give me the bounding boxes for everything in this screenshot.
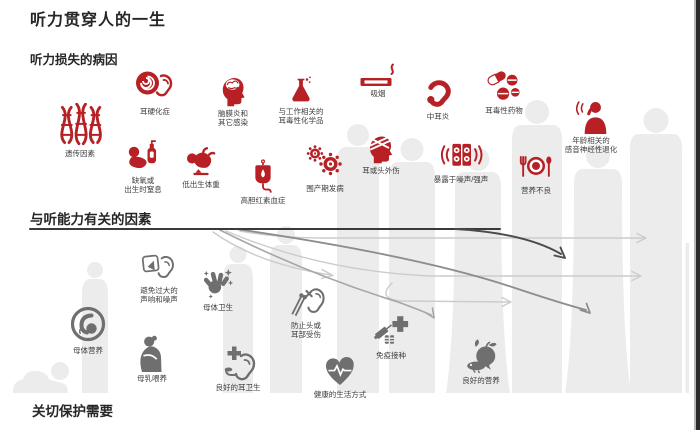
bandaged-head-icon xyxy=(369,136,393,164)
cause-perinatal: 围产期发病 xyxy=(265,142,385,193)
factor-breastfeeding-label: 母乳喂养 xyxy=(137,374,167,383)
page-edge-bar xyxy=(694,0,700,430)
care-heading: 关切保护需要 xyxy=(32,404,113,419)
pills-icon xyxy=(487,71,520,100)
ear-icon xyxy=(427,80,451,107)
cause-smoking: 吸烟 xyxy=(318,57,438,98)
page-title: 听力贯穿人的一生 xyxy=(30,12,167,29)
factor-avoid-loud-noise-label: 避免过大的声响和噪声 xyxy=(140,286,178,305)
cause-low-birth-weight-label: 低出生体重 xyxy=(182,180,220,189)
factor-maternal-nutrition: 母体营养 xyxy=(28,304,148,355)
cause-hyperbilirubinemia-label: 高胆红素血症 xyxy=(240,196,286,205)
factor-good-nutrition-label: 良好的营养 xyxy=(462,376,500,385)
cause-birth-asphyxia-label: 缺氧或出生时窒息 xyxy=(124,176,162,195)
cause-birth-asphyxia: 缺氧或出生时窒息 xyxy=(83,138,203,195)
factor-immunization-label: 免疫接种 xyxy=(376,351,406,360)
cause-malnutrition-label: 营养不良 xyxy=(521,186,551,195)
arrow-medium-down xyxy=(219,229,435,319)
cause-malnutrition: 营养不良 xyxy=(476,146,596,195)
cause-meningitis: 脑膜炎和其它感染 xyxy=(173,75,293,128)
factors-heading: 与听能力有关的因素 xyxy=(30,212,152,227)
baby-oxygen-icon xyxy=(128,140,157,169)
cause-genetic: 遗传因素 xyxy=(20,103,140,158)
arrow-light-low xyxy=(385,282,512,308)
ear-cochlea-icon xyxy=(136,71,173,97)
loudspeakers-icon xyxy=(440,143,483,166)
factor-immunization: 免疫接种 xyxy=(331,311,451,360)
cause-chemicals: 与工作相关的耳毒性化学品 xyxy=(241,75,361,126)
cause-chemicals-label: 与工作相关的耳毒性化学品 xyxy=(278,107,324,126)
syringe-cross-icon xyxy=(373,316,409,344)
factor-healthy-lifestyle: 健康的生活方式 xyxy=(280,354,400,399)
factor-maternal-nutrition-label: 母体营养 xyxy=(73,346,103,355)
factor-avoid-loud-noise: 避免过大的声响和噪声 xyxy=(99,248,219,305)
virus-icon xyxy=(306,145,342,176)
ear-no-swab-icon xyxy=(291,288,325,317)
cause-noise-exposure-label: 暴露于噪声/强声 xyxy=(433,175,489,184)
head-brain-icon xyxy=(222,77,245,107)
factor-maternal-hygiene-label: 母体卫生 xyxy=(203,303,233,312)
arrow-dark xyxy=(454,228,566,259)
cause-smoking-label: 吸烟 xyxy=(370,89,386,98)
factor-maternal-hygiene: 母体卫生 xyxy=(158,265,278,312)
factor-ear-hygiene-label: 良好的耳卫生 xyxy=(215,383,261,392)
megaphone-ear-icon xyxy=(141,254,174,278)
cause-ototoxic-drugs-label: 耳毒性药物 xyxy=(485,106,523,115)
cause-low-birth-weight: 低出生体重 xyxy=(141,144,261,189)
cause-head-trauma-label: 耳或头外伤 xyxy=(362,166,400,175)
cause-age-related-label: 年龄相关的感音神经性退化 xyxy=(564,136,618,155)
factor-ear-hygiene: 良好的耳卫生 xyxy=(178,341,298,392)
factor-good-nutrition: 良好的营养 xyxy=(421,336,541,385)
cigarette-icon xyxy=(360,63,394,86)
cause-otosclerosis-label: 耳硬化症 xyxy=(140,107,170,116)
iv-bag-icon xyxy=(255,159,272,193)
cause-meningitis-label: 脑膜炎和其它感染 xyxy=(218,109,248,128)
cause-otitis-media: 中耳炎 xyxy=(378,74,498,121)
cause-head-trauma: 耳或头外伤 xyxy=(321,132,441,175)
breastfeeding-icon xyxy=(140,335,162,372)
cause-otitis-media-label: 中耳炎 xyxy=(426,112,450,121)
factor-prevent-injury: 防止头或耳部受伤 xyxy=(246,281,366,340)
cause-otosclerosis: 耳硬化症 xyxy=(95,65,215,116)
causes-heading: 听力损失的病因 xyxy=(30,53,118,67)
ear-plus-icon xyxy=(224,346,256,381)
cause-ototoxic-drugs: 耳毒性药物 xyxy=(444,68,564,115)
cause-age-related: 年龄相关的感音神经性退化 xyxy=(531,98,651,155)
cause-perinatal-label: 围产期发病 xyxy=(306,184,344,193)
hand-sparkles-icon xyxy=(203,269,234,299)
dna-icon xyxy=(60,103,102,146)
cause-genetic-label: 遗传因素 xyxy=(65,149,95,158)
apple-fish-icon xyxy=(467,339,497,374)
baby-scale-icon xyxy=(186,147,216,176)
cause-hyperbilirubinemia: 高胆红素血症 xyxy=(203,158,323,205)
fetus-icon xyxy=(70,306,106,342)
factor-prevent-injury-label: 防止头或耳部受伤 xyxy=(291,321,321,340)
flask-icon xyxy=(292,76,311,102)
cause-noise-exposure: 暴露于噪声/强声 xyxy=(401,133,521,184)
factor-healthy-lifestyle-label: 健康的生活方式 xyxy=(313,390,367,399)
heart-pulse-icon xyxy=(325,356,354,386)
arrow-light-top xyxy=(239,230,647,244)
meal-plate-icon xyxy=(519,155,552,177)
arrow-light-middle xyxy=(225,230,642,282)
person-cupping-ear-icon xyxy=(575,101,607,134)
arrow-medium-long xyxy=(235,228,591,314)
factor-breastfeeding: 母乳喂养 xyxy=(92,334,212,383)
